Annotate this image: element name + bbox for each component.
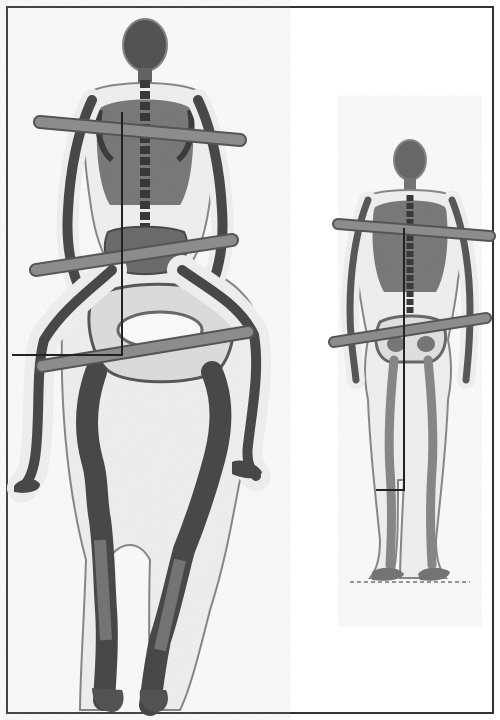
person-leg-right-bone [428,360,433,565]
person-head [394,140,426,180]
person-leg-left-bone [389,360,394,565]
rider-head [123,19,167,71]
horse-cannon-left [100,540,106,640]
person-hip-joint-right [417,336,435,352]
